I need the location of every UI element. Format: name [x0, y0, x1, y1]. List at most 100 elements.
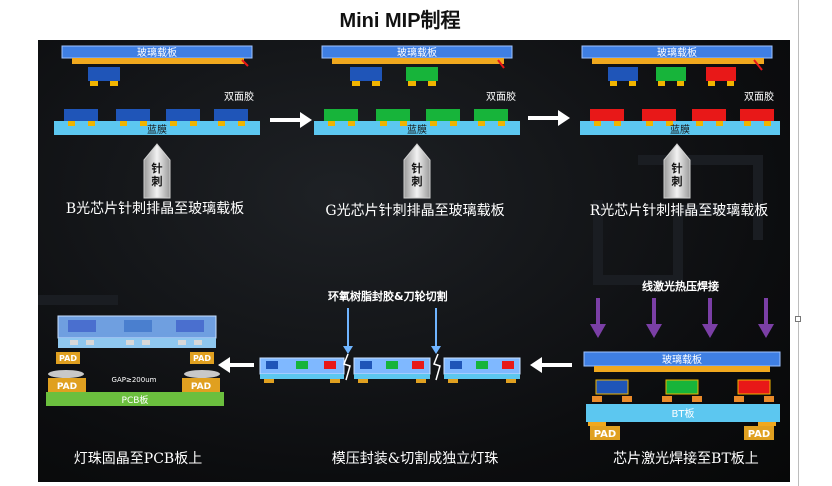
step-laser-caption: 芯片激光焊接至BT板上 — [613, 451, 759, 467]
chip-electrode — [744, 121, 751, 126]
pcb-mount-diagram: PAD PAD GAP≥200um PAD PAD PCB板 — [46, 315, 224, 406]
red-chip — [642, 109, 676, 121]
step-mold-caption: 模压封装&切割成独立灯珠 — [331, 451, 499, 467]
needle-label-char: 刺 — [151, 174, 163, 188]
red-chip — [502, 361, 514, 369]
chip-electrode — [629, 81, 636, 86]
chip-electrode — [677, 81, 684, 86]
pad — [416, 379, 426, 383]
chip-electrode — [218, 121, 225, 126]
cut-blade-tip — [431, 346, 441, 354]
green-chip — [665, 379, 699, 395]
adhesive-layer — [592, 58, 764, 64]
blue-chip — [64, 109, 98, 121]
blue-film-label: 蓝膜 — [670, 124, 690, 136]
bt-board — [354, 374, 430, 379]
red-chip — [737, 379, 771, 395]
pad-label: PAD — [193, 354, 211, 363]
laser-weld-diagram: 玻璃载板 BT板 PAD PAD — [583, 298, 781, 440]
bt-board — [260, 374, 344, 379]
needle — [403, 143, 431, 199]
pad — [264, 379, 274, 383]
chip-electrode — [170, 121, 177, 126]
green-chip — [324, 109, 358, 121]
adhesive-pointer — [497, 59, 505, 69]
pad-label: PAD — [191, 382, 211, 392]
green-chip — [296, 361, 308, 369]
blue-film — [580, 121, 780, 135]
flow-arrow-right — [528, 110, 570, 126]
page-title: Mini MIP制程 — [339, 10, 461, 32]
red-chip — [590, 109, 624, 121]
cut-mark — [343, 353, 351, 381]
step-b-caption: B光芯片针刺排晶至玻璃载板 — [65, 201, 245, 217]
blue-film-label: 蓝膜 — [407, 124, 427, 136]
pcb-board — [46, 392, 224, 406]
chip-electrode — [372, 81, 380, 86]
chip-electrode — [716, 121, 723, 126]
glass-carrier-label: 玻璃载板 — [397, 46, 437, 59]
glass-carrier-label: 玻璃载板 — [657, 46, 697, 59]
needle-label: 针刺 — [671, 161, 683, 188]
step-g-diagram: 玻璃载板 双面胶 蓝膜 针刺 — [314, 45, 520, 199]
step-g-caption: G光芯片针刺排晶至玻璃载板 — [325, 203, 505, 219]
pcb-board-label: PCB板 — [122, 394, 149, 406]
solder-paste — [184, 370, 220, 378]
laser-arrow — [702, 298, 718, 338]
blue-chip — [350, 67, 382, 81]
chip-electrode — [498, 121, 505, 126]
adhesive-label: 双面胶 — [744, 90, 774, 103]
chip-electrode — [610, 81, 617, 86]
needle-label: 针刺 — [411, 161, 423, 188]
solder-bump — [764, 396, 774, 402]
red-chip — [324, 361, 336, 369]
chip-electrode — [88, 121, 95, 126]
green-chip — [476, 361, 488, 369]
bt-board — [444, 374, 520, 379]
needle-label-char: 针 — [412, 161, 423, 175]
chip-electrode — [727, 81, 734, 86]
adhesive-label: 双面胶 — [224, 90, 254, 103]
green-chip — [656, 67, 686, 81]
needle — [663, 143, 691, 199]
red-chip — [706, 67, 736, 81]
adhesive-label: 双面胶 — [486, 90, 516, 103]
glass-carrier-label: 玻璃载板 — [137, 46, 177, 59]
resize-handle[interactable] — [795, 316, 801, 322]
blue-chip — [450, 361, 462, 369]
blue-chip — [360, 361, 372, 369]
flow-arrow-left — [530, 357, 572, 373]
chip-electrode — [142, 340, 150, 345]
pad — [190, 352, 214, 364]
step-b-diagram: 玻璃载板 双面胶 蓝膜 针刺 — [54, 45, 260, 199]
blue-film — [54, 121, 260, 135]
solder-bump — [592, 396, 602, 402]
gap-label: GAP≥200um — [112, 376, 157, 384]
green-chip — [474, 109, 508, 121]
flow-arrow-left — [218, 357, 254, 373]
cut-mark — [433, 353, 441, 381]
pad — [56, 352, 80, 364]
needle-label: 针刺 — [151, 161, 163, 188]
chip-electrode — [428, 81, 436, 86]
green-chip — [376, 109, 410, 121]
led-package — [353, 357, 431, 383]
adhesive-pointer — [241, 59, 249, 67]
solder-bump — [622, 396, 632, 402]
blue-film — [314, 121, 520, 135]
step-r-diagram: 玻璃载板 双面胶 蓝膜 — [580, 45, 780, 199]
chip-electrode — [70, 340, 78, 345]
pad-label: PAD — [57, 382, 77, 392]
mold-cut-diagram — [259, 308, 521, 383]
glass-carrier-label: 玻璃载板 — [662, 353, 702, 366]
bt-board — [586, 404, 780, 422]
solder-paste — [48, 370, 84, 378]
solder-bump — [662, 396, 672, 402]
chip-electrode — [614, 121, 621, 126]
pad — [506, 379, 516, 383]
chip-electrode — [696, 121, 703, 126]
step-pcb-caption: 灯珠固晶至PCB板上 — [73, 451, 203, 467]
process-diagram-panel: 玻璃载板 双面胶 蓝膜 针刺 — [38, 40, 790, 482]
blue-chip — [88, 67, 120, 81]
chip-electrode — [594, 121, 601, 126]
